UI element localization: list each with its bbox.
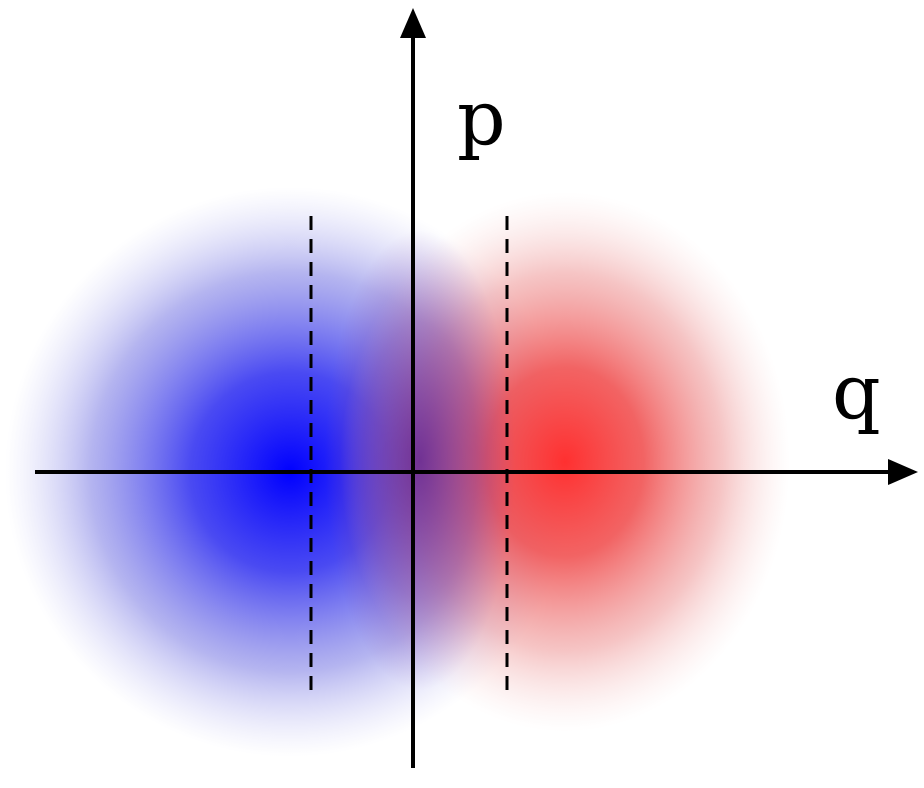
q-axis-label: q (832, 347, 881, 436)
p-axis-label: p (457, 73, 506, 162)
p-axis-arrowhead (400, 8, 426, 38)
overlap-region (325, 230, 515, 690)
q-axis-arrowhead (888, 459, 918, 485)
